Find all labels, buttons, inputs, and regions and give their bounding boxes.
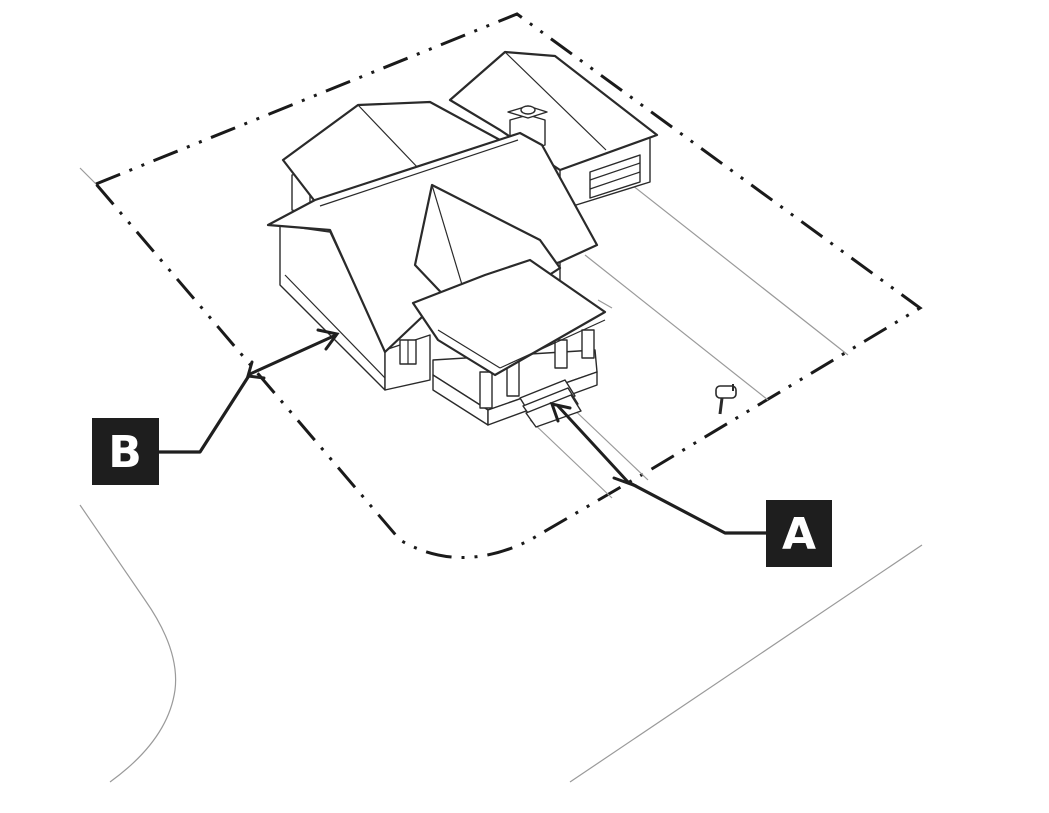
leader-line-b [157, 372, 252, 454]
label-b-box [92, 418, 159, 485]
garage [448, 50, 659, 211]
label-b: B [92, 418, 159, 485]
setback-dimension-a [549, 401, 768, 535]
label-a-text: A [782, 509, 816, 560]
driveway [584, 184, 849, 401]
driveway-edge-left [584, 254, 769, 401]
label-a: A [766, 500, 832, 567]
setback-dimension-b [157, 328, 340, 454]
street [79, 167, 923, 783]
front-walkway [529, 401, 649, 499]
street-curb-left [79, 504, 177, 783]
mailbox-icon [715, 384, 737, 415]
dimension-line-b [248, 333, 338, 376]
arrowhead-a [549, 401, 572, 423]
walkway-edge-right [565, 401, 649, 481]
street-edge-mid [597, 299, 613, 309]
house [266, 50, 659, 428]
street-curb-right [569, 544, 923, 783]
leader-line-a [626, 480, 768, 535]
dimension-line-a [556, 404, 630, 484]
driveway-edge-right [631, 184, 849, 356]
arrowhead-b [316, 328, 340, 351]
walkway-edge-left [529, 419, 613, 499]
label-b-text: B [108, 427, 142, 478]
label-a-box [766, 500, 832, 567]
street-edge-top [79, 167, 99, 187]
main-walls [279, 224, 431, 391]
